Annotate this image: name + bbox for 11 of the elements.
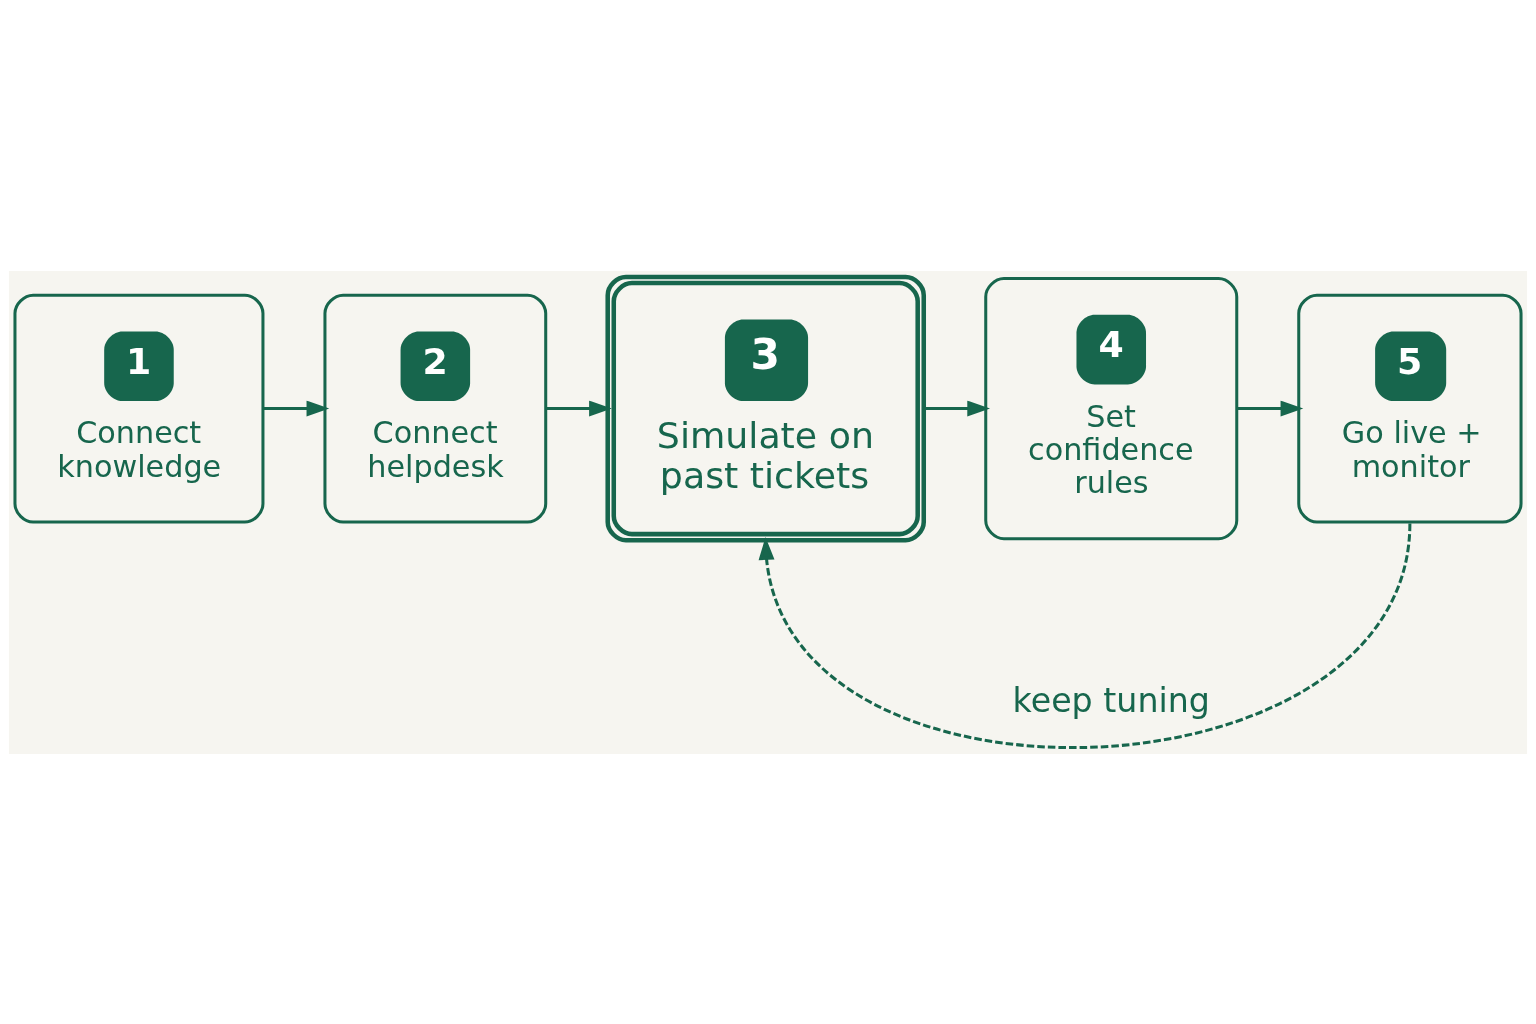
node-box: 3 Simulate on past tickets [605, 274, 926, 542]
node-box: 1 Connect knowledge [13, 293, 265, 523]
node-box: 2 Connect helpdesk [323, 293, 548, 523]
arrow [545, 400, 612, 417]
arrow [263, 400, 330, 417]
edge-label: keep tuning [1012, 680, 1210, 720]
node-box: 5 Go live + monitor [1297, 293, 1523, 523]
arrow [1236, 400, 1304, 417]
arrow [758, 522, 1412, 748]
node-box: 4 Set confidence rules [984, 276, 1239, 540]
arrow [923, 400, 990, 417]
